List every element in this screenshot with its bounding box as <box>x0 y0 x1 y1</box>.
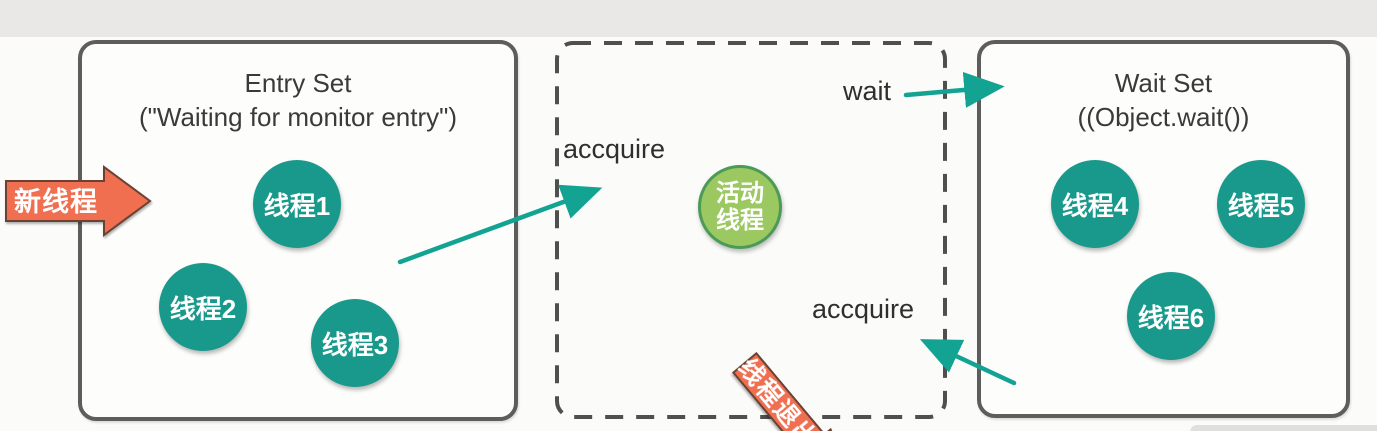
wait-set-title-line: Wait Set <box>1114 68 1213 98</box>
active-thread-circle: 活动 线程 <box>698 165 782 249</box>
wait-set-title: Wait Set ((Object.wait()) <box>981 66 1346 134</box>
acquire-label-top: accquire <box>563 134 666 164</box>
entry-set-subtitle: ("Waiting for monitor entry") <box>138 102 458 132</box>
new-thread-arrow-shape <box>5 165 152 237</box>
thread-exit-arrow-shape <box>732 351 846 431</box>
thread-circle-6: 线程6 <box>1127 272 1215 360</box>
active-thread-line2: 线程 <box>716 207 764 234</box>
thread-circle-3: 线程3 <box>311 299 399 387</box>
entry-set-title-line: Entry Set <box>244 68 352 98</box>
acquire-label-bottom: accquire <box>812 294 915 324</box>
bottom-partial-bar <box>1190 425 1377 431</box>
new-thread-arrow: 新线程 <box>5 165 152 237</box>
thread-circle-5: 线程5 <box>1217 160 1305 248</box>
wait-set-subtitle: ((Object.wait()) <box>1077 102 1250 132</box>
thread-circle-4: 线程4 <box>1051 160 1139 248</box>
thread-circle-1: 线程1 <box>253 160 341 248</box>
top-gray-band <box>0 0 1377 37</box>
thread-circle-2: 线程2 <box>159 263 247 351</box>
entry-set-title: Entry Set ("Waiting for monitor entry") <box>82 66 514 134</box>
active-thread-line1: 活动 <box>716 180 764 207</box>
wait-label: wait <box>843 76 892 106</box>
new-thread-arrow-label: 新线程 <box>14 186 98 217</box>
